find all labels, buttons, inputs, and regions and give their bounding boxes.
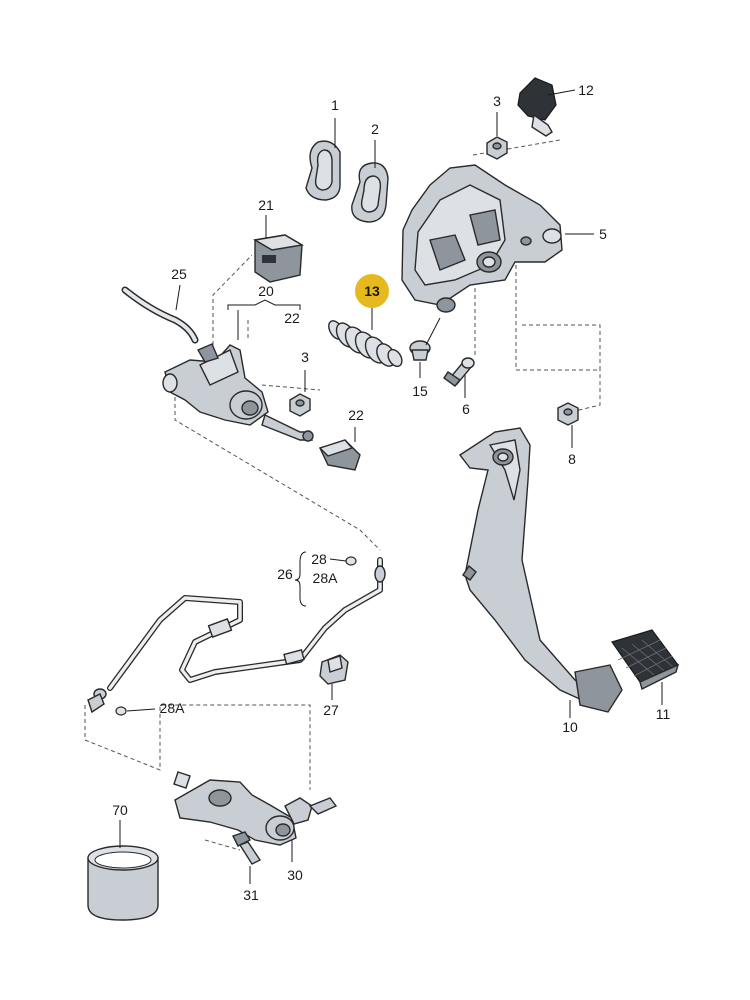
part-26-line-assembly bbox=[87, 551, 386, 714]
part-15-bush bbox=[409, 317, 441, 378]
label-27: 27 bbox=[323, 702, 339, 718]
part-25-supply-hose bbox=[121, 284, 199, 344]
part-3-nut-top bbox=[486, 112, 508, 160]
part-28a-seal-left bbox=[115, 706, 156, 716]
label-28a-left: 28A bbox=[160, 700, 186, 716]
label-2: 2 bbox=[371, 121, 379, 137]
assembly-guide-lines bbox=[84, 139, 601, 851]
label-3-middle: 3 bbox=[301, 349, 309, 365]
part-12-pedal-sensor bbox=[517, 77, 576, 137]
part-8-nut bbox=[557, 402, 579, 448]
part-1-clip bbox=[305, 118, 341, 201]
part-70-sleeve bbox=[87, 820, 159, 921]
bracket-20-22 bbox=[227, 299, 301, 340]
part-27-pipe-bracket bbox=[319, 654, 349, 700]
label-31: 31 bbox=[243, 887, 259, 903]
part-20-master-cylinder bbox=[162, 343, 314, 442]
part-28-seal bbox=[329, 556, 357, 566]
part-30-slave-cylinder bbox=[173, 771, 338, 862]
part-22-retaining-clip bbox=[318, 427, 361, 471]
part-2-clip bbox=[351, 140, 389, 223]
label-25: 25 bbox=[171, 266, 187, 282]
part-3-nut-middle bbox=[289, 370, 311, 417]
label-11: 11 bbox=[656, 706, 671, 722]
label-20: 20 bbox=[258, 283, 274, 299]
part-5-pedal-bracket bbox=[401, 164, 594, 313]
label-8: 8 bbox=[568, 451, 576, 467]
label-6: 6 bbox=[462, 401, 470, 417]
label-30: 30 bbox=[287, 867, 303, 883]
part-labels: 1 2 3 12 5 21 25 20 22 3 15 6 22 8 28 26… bbox=[112, 82, 670, 903]
part-13-return-spring bbox=[328, 305, 403, 368]
label-26: 26 bbox=[277, 566, 293, 582]
part-21-pedal-switch bbox=[252, 215, 305, 283]
part-6-pivot-pin bbox=[443, 357, 475, 398]
part-13-highlight-badge: 13 bbox=[355, 274, 389, 308]
label-21: 21 bbox=[258, 197, 274, 213]
label-22-bottom: 22 bbox=[348, 407, 364, 423]
label-1: 1 bbox=[331, 97, 339, 113]
label-28a-top: 28A bbox=[313, 570, 339, 586]
label-12: 12 bbox=[578, 82, 594, 98]
label-15: 15 bbox=[412, 383, 428, 399]
label-5: 5 bbox=[599, 226, 607, 242]
label-13: 13 bbox=[364, 283, 380, 299]
part-10-clutch-pedal-lever bbox=[458, 427, 623, 718]
label-3-top: 3 bbox=[493, 93, 501, 109]
part-11-pedal-pad bbox=[611, 629, 680, 705]
part-31-bolt bbox=[232, 831, 262, 884]
label-70: 70 bbox=[112, 802, 128, 818]
label-22-top: 22 bbox=[284, 310, 300, 326]
label-10: 10 bbox=[562, 719, 578, 735]
label-28: 28 bbox=[311, 551, 327, 567]
